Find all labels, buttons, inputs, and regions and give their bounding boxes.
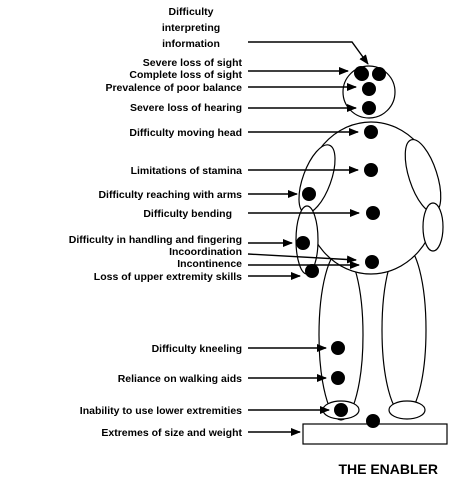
dot-handling — [296, 236, 310, 250]
dot-kneeling — [331, 341, 345, 355]
dot-stamina — [364, 163, 378, 177]
label-bending: Difficulty bending — [143, 208, 232, 220]
label-size-weight: Extremes of size and weight — [101, 427, 242, 439]
label-reaching: Difficulty reaching with arms — [98, 189, 242, 201]
label-difficulty: Difficulty — [169, 6, 214, 18]
dot-walking-aids — [331, 371, 345, 385]
dot-sight-left — [354, 66, 368, 80]
dot-head-movement — [364, 125, 378, 139]
dot-upper-extremity — [305, 264, 319, 278]
label-poor-balance: Prevalence of poor balance — [105, 82, 242, 94]
dot-sight-right — [372, 67, 386, 81]
right-forearm — [423, 203, 443, 251]
human-figure — [292, 66, 449, 444]
label-incoordination: Incoordination — [169, 246, 242, 258]
right-foot — [389, 401, 425, 419]
label-kneeling: Difficulty kneeling — [152, 343, 242, 355]
label-lower-extremities: Inability to use lower extremities — [80, 405, 242, 417]
dot-size-weight — [366, 414, 380, 428]
dot-balance — [362, 82, 376, 96]
dot-reaching — [302, 187, 316, 201]
label-severe-loss-of-hearing: Severe loss of hearing — [130, 102, 242, 114]
dot-bending — [366, 206, 380, 220]
label-handling: Difficulty in handling and fingering — [69, 234, 242, 246]
label-interpreting: interpreting — [162, 22, 220, 34]
label-severe-loss-of-sight: Severe loss of sight — [143, 57, 243, 69]
label-stamina: Limitations of stamina — [131, 165, 243, 177]
label-upper-extremity: Loss of upper extremity skills — [94, 271, 242, 283]
figure-caption: THE ENABLER — [338, 461, 438, 477]
label-walking-aids: Reliance on walking aids — [118, 373, 242, 385]
label-moving-head: Difficulty moving head — [129, 127, 242, 139]
dot-hearing — [362, 101, 376, 115]
arrow-information — [248, 42, 368, 64]
label-complete-loss-of-sight: Complete loss of sight — [129, 69, 242, 81]
dot-lower-extremities — [334, 403, 348, 417]
left-leg — [319, 250, 363, 420]
dot-incontinence — [365, 255, 379, 269]
label-incontinence: Incontinence — [177, 258, 242, 270]
label-information: information — [162, 38, 220, 50]
